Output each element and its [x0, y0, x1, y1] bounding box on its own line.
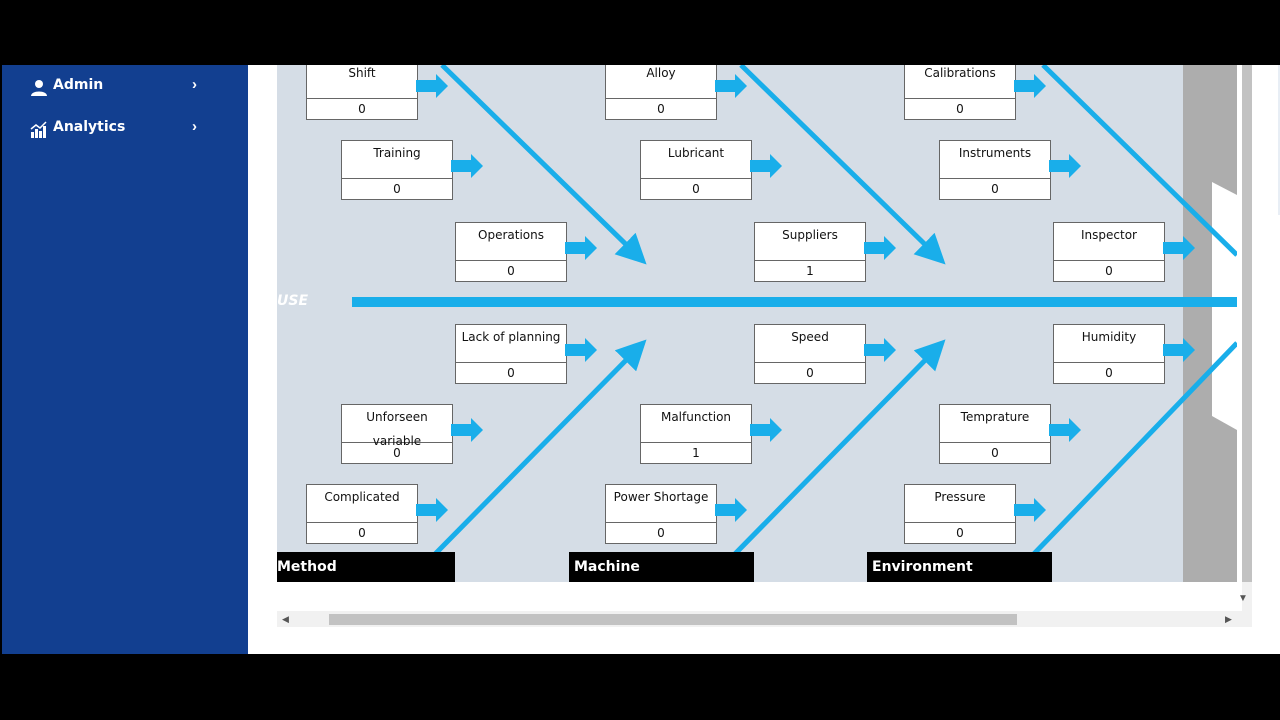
arrow-right-icon	[416, 74, 448, 98]
arrow-right-icon	[451, 418, 483, 442]
cause-count: 0	[507, 264, 515, 278]
cause-count: 0	[657, 526, 665, 540]
spine-label: USE	[277, 293, 309, 309]
cause-name: Malfunction	[641, 405, 751, 443]
cause-count: 0	[393, 182, 401, 196]
arrow-right-icon	[1049, 418, 1081, 442]
page-edge	[1278, 65, 1280, 215]
cause-count: 0	[991, 446, 999, 460]
horizontal-scrollbar[interactable]: ◀ ▶	[277, 611, 1252, 627]
cause-count: 0	[358, 526, 366, 540]
spine	[352, 297, 1237, 307]
cause-box[interactable]: Lack of planning 0	[455, 324, 567, 384]
cause-count: 0	[692, 182, 700, 196]
arrow-right-icon	[1014, 74, 1046, 98]
cause-box[interactable]: Power Shortage 0	[605, 484, 717, 544]
cause-name: Temprature	[940, 405, 1050, 443]
sidebar-item-label: Admin	[53, 77, 104, 93]
cause-box[interactable]: Operations 0	[455, 222, 567, 282]
cause-count: 0	[1105, 366, 1113, 380]
sidebar-item-label: Analytics	[53, 119, 126, 135]
cause-box[interactable]: Suppliers 1	[754, 222, 866, 282]
cause-box[interactable]: Lubricant 0	[640, 140, 752, 200]
cause-name: Complicated	[307, 485, 417, 523]
horizontal-scrollbar-thumb[interactable]	[329, 614, 1017, 625]
scroll-left-arrow-icon[interactable]: ◀	[282, 614, 289, 624]
cause-box[interactable]: Alloy 0	[605, 65, 717, 120]
cause-count: 0	[358, 102, 366, 116]
cause-count: 0	[657, 102, 665, 116]
arrow-right-icon	[1049, 154, 1081, 178]
cause-name: Lubricant	[641, 141, 751, 179]
arrow-right-icon	[451, 154, 483, 178]
cause-name: Instruments	[940, 141, 1050, 179]
cause-name: Inspector	[1054, 223, 1164, 261]
bone-top-3	[1041, 65, 1237, 257]
cause-box[interactable]: Humidity 0	[1053, 324, 1165, 384]
scroll-right-arrow-icon[interactable]: ▶	[1225, 614, 1232, 624]
sidebar: Admin › Analytics ›	[2, 65, 248, 654]
arrow-right-icon	[1163, 236, 1195, 260]
cause-count: 0	[956, 102, 964, 116]
cause-name: Alloy	[606, 65, 716, 99]
cause-box[interactable]: Complicated 0	[306, 484, 418, 544]
arrow-right-icon	[715, 498, 747, 522]
chevron-right-icon: ›	[192, 76, 197, 93]
cause-name: Unforseen variable	[342, 405, 452, 448]
cause-box[interactable]: Pressure 0	[904, 484, 1016, 544]
cause-count: 1	[692, 446, 700, 460]
cause-count: 0	[806, 366, 814, 380]
arrow-right-icon	[750, 418, 782, 442]
cause-name: Speed	[755, 325, 865, 363]
cause-name: Pressure	[905, 485, 1015, 523]
cause-count: 0	[1105, 264, 1113, 278]
cause-box[interactable]: Temprature 0	[939, 404, 1051, 464]
bone-top-1	[440, 65, 647, 265]
cause-name: Operations	[456, 223, 566, 261]
cause-count: 1	[806, 264, 814, 278]
cause-name: Humidity	[1054, 325, 1164, 363]
scroll-down-arrow-icon[interactable]: ▼	[1238, 593, 1248, 604]
cause-box[interactable]: Speed 0	[754, 324, 866, 384]
cause-box[interactable]: Instruments 0	[939, 140, 1051, 200]
cause-box[interactable]: Training 0	[341, 140, 453, 200]
sidebar-item-analytics[interactable]: Analytics ›	[2, 113, 248, 147]
arrow-right-icon	[565, 236, 597, 260]
cause-name: Power Shortage	[606, 485, 716, 523]
category-label-machine: Machine	[569, 552, 754, 582]
cause-name: Suppliers	[755, 223, 865, 261]
cause-box[interactable]: Calibrations 0	[904, 65, 1016, 120]
cause-count: 0	[991, 182, 999, 196]
arrow-right-icon	[565, 338, 597, 362]
arrow-right-icon	[1163, 338, 1195, 362]
cause-box[interactable]: Malfunction 1	[640, 404, 752, 464]
cause-count: 0	[956, 526, 964, 540]
analytics-icon	[30, 121, 47, 138]
user-icon	[31, 80, 47, 96]
app-window: Admin › Analytics ›	[2, 65, 1280, 654]
cause-count: 0	[393, 446, 401, 460]
category-label-method: Method	[277, 552, 455, 582]
cause-box[interactable]: Shift 0	[306, 65, 418, 120]
arrow-right-icon	[1014, 498, 1046, 522]
cause-name: Training	[342, 141, 452, 179]
sidebar-item-admin[interactable]: Admin ›	[2, 71, 248, 105]
cause-count: 0	[507, 366, 515, 380]
arrow-right-icon	[715, 74, 747, 98]
arrow-right-icon	[750, 154, 782, 178]
bone-top-2	[739, 65, 946, 265]
cause-name: Shift	[307, 65, 417, 99]
cause-box[interactable]: Inspector 0	[1053, 222, 1165, 282]
category-label-environment: Environment	[867, 552, 1052, 582]
chevron-right-icon: ›	[192, 118, 197, 135]
vertical-scrollbar-thumb[interactable]	[1242, 65, 1252, 582]
cause-name: Lack of planning	[456, 325, 566, 363]
arrow-right-icon	[864, 338, 896, 362]
arrow-right-icon	[416, 498, 448, 522]
cause-name: Calibrations	[905, 65, 1015, 99]
arrow-right-icon	[864, 236, 896, 260]
